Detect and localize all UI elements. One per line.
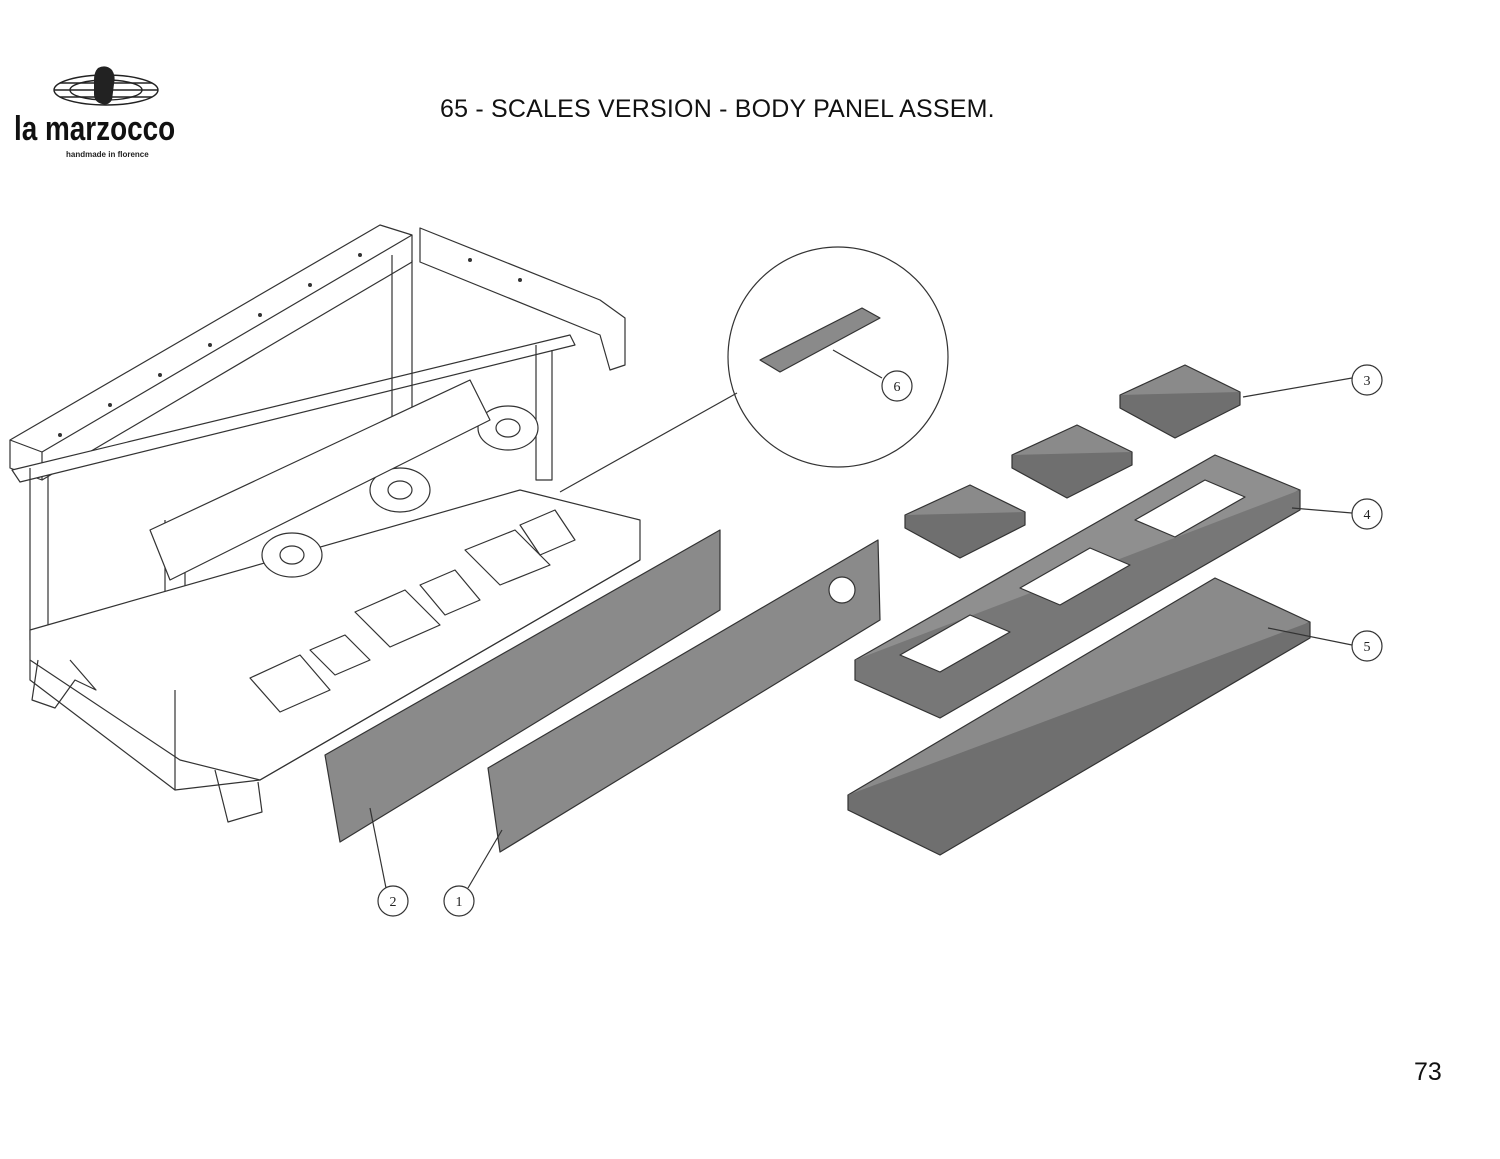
callout-6 <box>881 370 913 402</box>
callout-label-2: 2 <box>390 895 397 910</box>
detail-view-circle <box>727 246 949 468</box>
page-number: 73 <box>1414 1058 1442 1086</box>
callout-label-4: 4 <box>1364 508 1371 523</box>
side-panel-2 <box>324 529 721 843</box>
la-marzocco-logo <box>53 66 159 106</box>
callout-label-1: 1 <box>456 895 463 910</box>
callout-4 <box>1351 498 1383 530</box>
callout-3 <box>1351 364 1383 396</box>
callout-label-6: 6 <box>894 380 901 395</box>
page-title: 65 - SCALES VERSION - BODY PANEL ASSEM. <box>440 95 995 123</box>
brand-tagline: handmade in florence <box>66 150 149 159</box>
leader-lines <box>369 349 1353 889</box>
callout-label-3: 3 <box>1364 374 1371 389</box>
side-panel-1 <box>487 539 881 853</box>
callout-2 <box>377 885 409 917</box>
machine-frame <box>9 224 641 823</box>
brand-name: la marzocco <box>14 110 176 148</box>
callout-label-5: 5 <box>1364 640 1371 655</box>
callout-1 <box>443 885 475 917</box>
scale-sensor-plate-6 <box>759 307 881 373</box>
callout-5 <box>1351 630 1383 662</box>
